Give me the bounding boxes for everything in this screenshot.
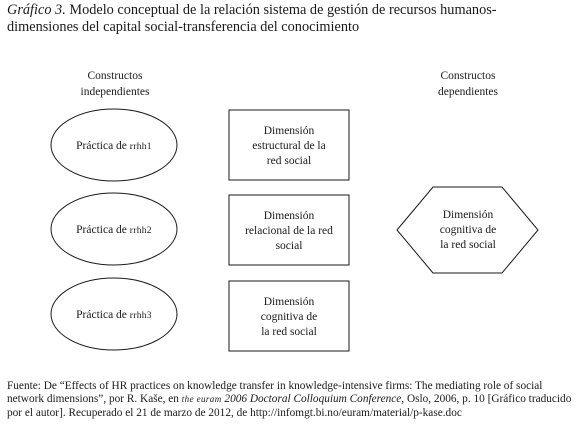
practice-node-1: Práctica de rrhh1 xyxy=(50,108,178,182)
source-event-rest: 2006 Doctoral Colloquium Conference xyxy=(221,393,402,406)
dimension-node-relational: Dimensión relacional de la red social xyxy=(228,194,350,266)
outcome-line3: la red social xyxy=(440,239,496,251)
dimension-relational-line2: relacional de la red xyxy=(245,225,333,237)
figure-caption: Gráfico 3. Modelo conceptual de la relac… xyxy=(7,2,573,36)
dimension-cognitive-line2: cognitiva de xyxy=(261,311,318,323)
dimension-node-cognitive: Dimensión cognitiva de la red social xyxy=(228,280,350,352)
dimension-box-structural xyxy=(228,109,350,181)
practice-node-2: Práctica de rrhh2 xyxy=(50,192,178,266)
dimension-structural-line2: estructural de la xyxy=(252,140,325,152)
practice-label-2: Práctica de rrhh2 xyxy=(76,224,152,236)
source-text-part2: , Oslo, 2006, p. 10 [Gráfico traducido p… xyxy=(7,393,572,419)
dimension-node-structural: Dimensión estructural de la red social xyxy=(228,109,350,181)
header-dependent-line2: dependientes xyxy=(438,86,499,98)
outcome-line2: cognitiva de xyxy=(440,224,497,236)
practice-ellipse-3 xyxy=(50,277,178,351)
practice-node-3: Práctica de rrhh3 xyxy=(50,277,178,351)
outcome-hexagon xyxy=(396,186,539,274)
header-independent-line2: independientes xyxy=(81,86,151,98)
dimension-cognitive-line1: Dimensión xyxy=(264,296,315,308)
practice-label-3: Práctica de rrhh3 xyxy=(76,309,152,321)
dimension-structural-line3: red social xyxy=(267,155,311,167)
outcome-node: Dimensión cognitiva de la red social xyxy=(396,186,539,274)
figure-title-line2: dimensiones del capital social-transfere… xyxy=(7,19,360,35)
practice-ellipse-2 xyxy=(50,192,178,266)
practice-ellipse-1 xyxy=(50,108,178,182)
dimension-box-cognitive xyxy=(228,280,350,352)
source-event-smallcaps: the euram xyxy=(181,394,222,405)
header-dependent-line1: Constructos xyxy=(441,70,496,82)
source-text-part1: Fuente: De “Effects of HR practices on k… xyxy=(7,380,543,406)
practice-label-1: Práctica de rrhh1 xyxy=(76,140,152,152)
source-note: Fuente: De “Effects of HR practices on k… xyxy=(7,380,573,420)
outcome-line1: Dimensión xyxy=(443,209,494,221)
figure-title-line1: Modelo conceptual de la relación sistema… xyxy=(65,2,497,18)
dimension-box-relational xyxy=(228,194,350,266)
header-independent-line1: Constructos xyxy=(88,70,143,82)
figure-number: Gráfico 3. xyxy=(7,2,66,18)
dimension-cognitive-line3: la red social xyxy=(261,326,317,338)
dimension-relational-line3: social xyxy=(276,240,303,252)
dimension-structural-line1: Dimensión xyxy=(264,125,315,137)
dimension-relational-line1: Dimensión xyxy=(264,210,315,222)
